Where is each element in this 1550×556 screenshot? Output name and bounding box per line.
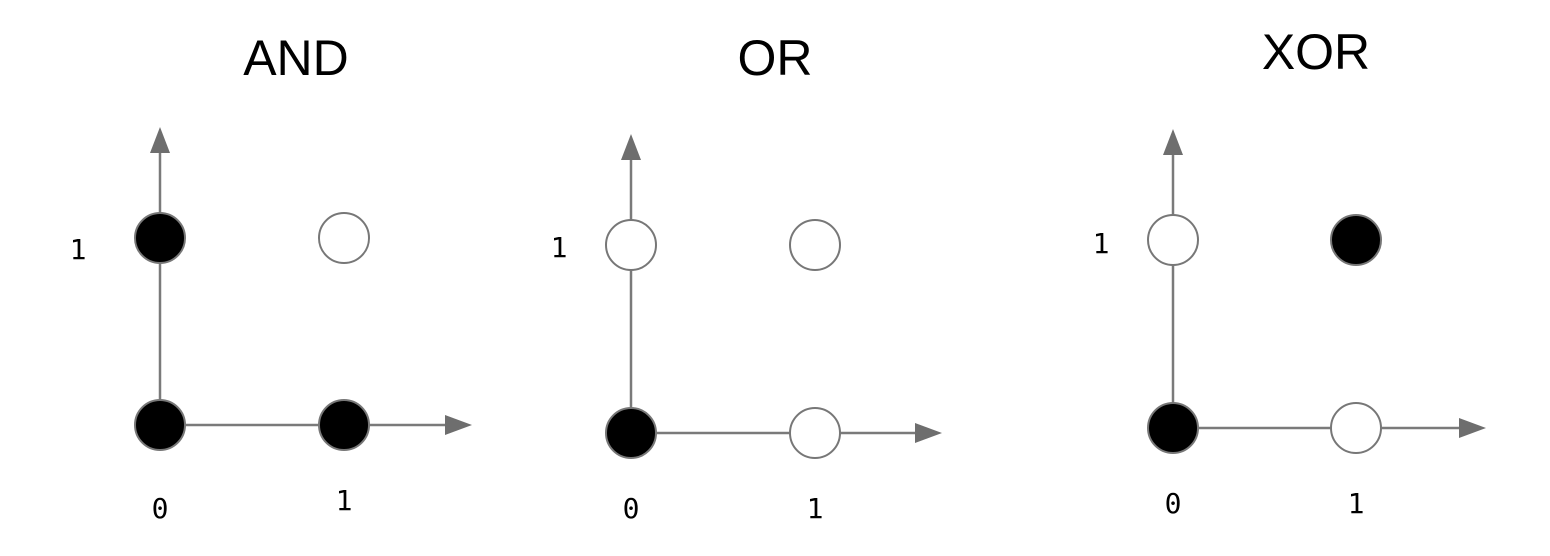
point-1-0 bbox=[789, 407, 841, 459]
y-tick-label: 1 bbox=[1093, 227, 1110, 260]
point-1-1 bbox=[1330, 214, 1382, 266]
panel-title: OR bbox=[738, 30, 813, 86]
panel-title: AND bbox=[243, 30, 349, 86]
panel-and: AND 1 0 1 bbox=[70, 30, 472, 525]
x-tick-label: 0 bbox=[1165, 487, 1182, 520]
panel-title: XOR bbox=[1262, 24, 1370, 80]
panel-xor: XOR 1 0 1 bbox=[1093, 24, 1486, 520]
y-tick-label: 1 bbox=[70, 233, 87, 266]
y-axis-arrow-icon bbox=[1163, 129, 1183, 155]
point-1-0 bbox=[318, 399, 370, 451]
x-tick-label: 1 bbox=[807, 492, 824, 525]
x-tick-label: 0 bbox=[623, 492, 640, 525]
y-tick-label: 1 bbox=[551, 231, 568, 264]
point-1-1 bbox=[318, 212, 370, 264]
x-tick-label: 0 bbox=[152, 492, 169, 525]
panel-or: OR 1 0 1 bbox=[551, 30, 942, 525]
x-axis-arrow-icon bbox=[915, 423, 942, 443]
point-0-0 bbox=[1147, 402, 1199, 454]
point-0-1 bbox=[605, 219, 657, 271]
y-axis-arrow-icon bbox=[150, 127, 170, 153]
x-tick-label: 1 bbox=[1348, 487, 1365, 520]
x-axis-arrow-icon bbox=[445, 415, 472, 435]
x-tick-label: 1 bbox=[336, 484, 353, 517]
point-1-0 bbox=[1330, 402, 1382, 454]
point-0-0 bbox=[605, 407, 657, 459]
point-0-1 bbox=[1147, 214, 1199, 266]
point-1-1 bbox=[789, 219, 841, 271]
point-0-1 bbox=[134, 212, 186, 264]
y-axis-arrow-icon bbox=[621, 134, 641, 160]
point-0-0 bbox=[134, 399, 186, 451]
x-axis-arrow-icon bbox=[1459, 418, 1486, 438]
